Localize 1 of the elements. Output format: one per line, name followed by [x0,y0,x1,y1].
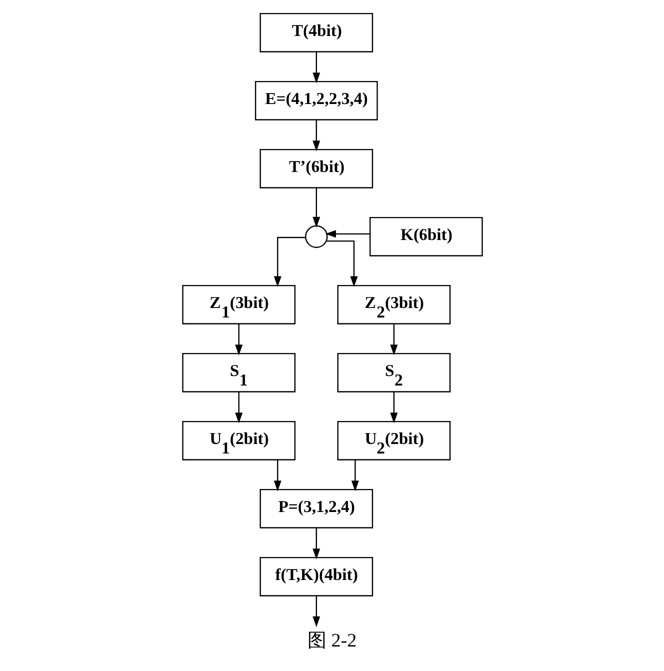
caption: 图 2-2 [306,630,356,652]
